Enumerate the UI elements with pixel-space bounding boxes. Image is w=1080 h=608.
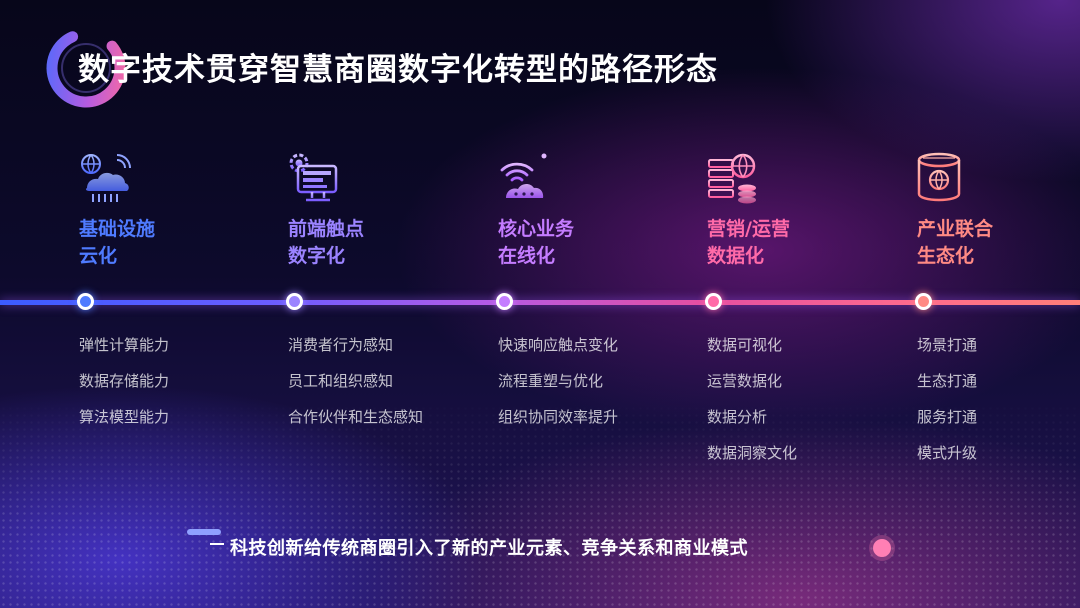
- monitor-gear-icon: [289, 153, 338, 202]
- stage-title: 产业联合 生态化: [917, 216, 993, 270]
- list-item: 合作伙伴和生态感知: [288, 408, 424, 426]
- cloud-globe-icon: [81, 154, 131, 202]
- dot-grid-background: [0, 398, 1080, 608]
- list-item: 服务打通: [917, 408, 978, 426]
- list-item: 生态打通: [917, 372, 978, 390]
- stage-title-line1: 营销/运营: [707, 218, 790, 240]
- stage-title-line2: 数字化: [288, 245, 346, 267]
- timeline-node: [496, 293, 513, 310]
- wifi-cloud-icon: [500, 153, 547, 198]
- stage-title-line2: 生态化: [917, 245, 975, 267]
- stage-title-line2: 数据化: [707, 245, 765, 267]
- stage-title: 核心业务 在线化: [498, 216, 574, 270]
- server-globe-icon: [708, 153, 756, 204]
- list-item: 组织协同效率提升: [498, 408, 619, 426]
- list-item: 场景打通: [917, 336, 978, 354]
- timeline-node: [915, 293, 932, 310]
- globe-cylinder-icon: [917, 152, 961, 202]
- stage-title-line1: 核心业务: [498, 218, 575, 240]
- stage-item-list: 数据可视化 运营数据化 数据分析 数据洞察文化: [707, 336, 797, 480]
- list-item: 数据存储能力: [79, 372, 170, 390]
- timeline-node: [705, 293, 722, 310]
- list-item: 模式升级: [917, 444, 978, 462]
- list-item: 数据分析: [707, 408, 768, 426]
- stage-title: 基础设施 云化: [79, 216, 155, 270]
- list-item: 数据洞察文化: [707, 444, 798, 462]
- ring-decoration-icon: [46, 28, 126, 108]
- timeline-node: [77, 293, 94, 310]
- stage-title: 营销/运营 数据化: [707, 216, 790, 270]
- stage-item-list: 场景打通 生态打通 服务打通 模式升级: [917, 336, 977, 480]
- timeline-line: [0, 300, 1080, 305]
- bottom-summary-text: 科技创新给传统商圈引入了新的产业元素、竞争关系和商业模式: [230, 538, 748, 559]
- stage-title-line2: 在线化: [498, 245, 556, 267]
- bottom-banner-decoration: [180, 529, 895, 561]
- list-item: 快速响应触点变化: [498, 336, 619, 354]
- stage-industry-ecosystem: 产业联合 生态化 场景打通 生态打通 服务打通 模式升级: [915, 150, 1080, 462]
- stage-title-line1: 产业联合: [917, 218, 994, 240]
- list-item: 员工和组织感知: [288, 372, 394, 390]
- stage-title: 前端触点 数字化: [288, 216, 364, 270]
- stage-title-line2: 云化: [79, 245, 118, 267]
- timeline-node: [286, 293, 303, 310]
- list-item: 消费者行为感知: [288, 336, 394, 354]
- page-title: 数字技术贯穿智慧商圈数字化转型的路径形态: [78, 52, 718, 88]
- stage-item-list: 快速响应触点变化 流程重塑与优化 组织协同效率提升: [498, 336, 618, 444]
- stage-item-list: 弹性计算能力 数据存储能力 算法模型能力: [79, 336, 169, 444]
- list-item: 数据可视化: [707, 336, 783, 354]
- list-item: 运营数据化: [707, 372, 783, 390]
- list-item: 流程重塑与优化: [498, 372, 604, 390]
- stage-core-business-online: 核心业务 在线化 快速响应触点变化 流程重塑与优化 组织协同效率提升: [496, 150, 696, 426]
- stage-title-line1: 基础设施: [79, 218, 156, 240]
- stage-item-list: 消费者行为感知 员工和组织感知 合作伙伴和生态感知: [288, 336, 423, 444]
- stage-infrastructure-cloud: 基础设施 云化 弹性计算能力 数据存储能力 算法模型能力: [77, 150, 277, 426]
- stage-marketing-operations-data: 营销/运营 数据化 数据可视化 运营数据化 数据分析 数据洞察文化: [705, 150, 905, 462]
- list-item: 算法模型能力: [79, 408, 170, 426]
- stage-frontend-touchpoint: 前端触点 数字化 消费者行为感知 员工和组织感知 合作伙伴和生态感知: [286, 150, 486, 426]
- stage-title-line1: 前端触点: [288, 218, 365, 240]
- list-item: 弹性计算能力: [79, 336, 170, 354]
